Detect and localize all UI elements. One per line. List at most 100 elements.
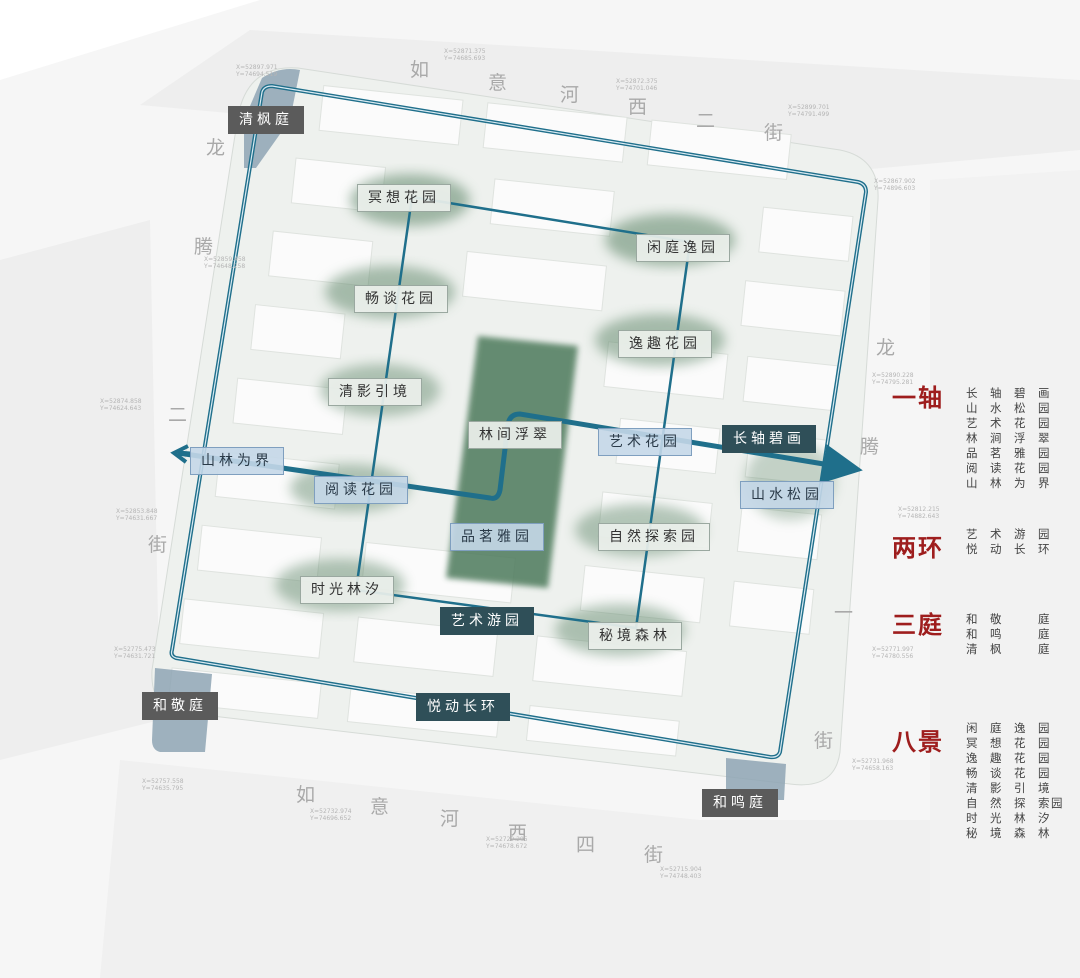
- street-char: 河: [560, 84, 580, 106]
- label-hejing-court[interactable]: 和敬庭: [142, 692, 218, 720]
- legend-char: 自: [966, 796, 978, 810]
- legend-char: 阅: [966, 461, 978, 475]
- legend-char: 花: [1014, 416, 1026, 430]
- legend-char: 庭: [1038, 642, 1050, 656]
- street-char: 二: [696, 110, 716, 132]
- legend-row: 时光林汐: [966, 811, 1064, 826]
- label-shiguang-garden[interactable]: 时光林汐: [300, 576, 394, 604]
- legend-char: 术: [990, 416, 1002, 430]
- street-char: 街: [814, 730, 834, 752]
- label-art-garden[interactable]: 艺术花园: [598, 428, 692, 456]
- street-char: 如: [296, 784, 316, 806]
- legend-char: 轴: [990, 386, 1002, 400]
- legend-char: 园: [1038, 527, 1050, 541]
- legend-char: 森: [1014, 826, 1026, 840]
- legend-char: 山: [966, 476, 978, 490]
- street-char: 街: [148, 534, 168, 556]
- legend-char: 环: [1038, 542, 1050, 556]
- label-nature-garden[interactable]: 自然探索园: [598, 523, 710, 551]
- label-shanlin-boundary[interactable]: 山林为界: [190, 447, 284, 475]
- legend-row: 自然探索园: [966, 796, 1064, 811]
- legend-char: 园: [1038, 751, 1050, 765]
- legend-char: 秘: [966, 826, 978, 840]
- legend-row: 阅读花园: [966, 461, 1062, 476]
- legend-char: 花: [1014, 751, 1026, 765]
- outer-loop-route: [169, 83, 869, 760]
- label-qingfeng-court[interactable]: 清枫庭: [228, 106, 304, 134]
- street-char: 四: [576, 834, 596, 856]
- legend-row: 逸趣花园: [966, 751, 1064, 766]
- legend-char: 水: [990, 401, 1002, 415]
- label-heming-court[interactable]: 和鸣庭: [702, 789, 778, 817]
- label-mijing-forest[interactable]: 秘境森林: [588, 622, 682, 650]
- street-char: 意: [488, 72, 508, 94]
- legend-char: 鸣: [990, 627, 1002, 641]
- coordinate-label: X=52890.228 Y=74795.281: [872, 372, 914, 386]
- label-xianting-garden[interactable]: 闲庭逸园: [636, 234, 730, 262]
- label-changtan-garden[interactable]: 畅谈花园: [354, 285, 448, 313]
- legend-char: 林: [1038, 826, 1050, 840]
- legend-title-eight-scenes: 八景: [892, 727, 944, 756]
- legend-char: 画: [1038, 386, 1050, 400]
- legend-char: 敬: [990, 612, 1002, 626]
- legend-char: 术: [990, 527, 1002, 541]
- legend-char: 逸: [966, 751, 978, 765]
- legend-char: 园: [1038, 416, 1050, 430]
- legend-char: 庭: [1038, 612, 1050, 626]
- legend-row: 林涧浮翠: [966, 431, 1062, 446]
- coordinate-label: X=52771.997 Y=74780.556: [872, 646, 914, 660]
- street-char: 龙: [206, 137, 226, 159]
- street-char: 腾: [860, 436, 880, 458]
- coordinate-label: X=52867.902 Y=74896.603: [874, 178, 916, 192]
- legend-row: 清影引境: [966, 781, 1064, 796]
- legend-char: 品: [966, 446, 978, 460]
- street-char: 西: [628, 96, 648, 118]
- label-shanshui-garden[interactable]: 山水松园: [740, 481, 834, 509]
- main-axis-route: [170, 411, 863, 501]
- street-char: 一: [834, 602, 854, 624]
- legend-char: 园: [1038, 461, 1050, 475]
- legend-char: 花: [1014, 736, 1026, 750]
- legend-char: 翠: [1038, 431, 1050, 445]
- street-char: 西: [508, 822, 528, 844]
- legend-char: 时: [966, 811, 978, 825]
- legend-list-two-loops: 艺术游园悦动长环: [966, 527, 1062, 557]
- coordinate-label: X=52757.558 Y=74635.795: [142, 778, 184, 792]
- legend-list-three-courts: 和敬庭和鸣庭清枫庭: [966, 612, 1062, 657]
- label-mingxiang-garden[interactable]: 冥想花园: [357, 184, 451, 212]
- legend-char: 林: [966, 431, 978, 445]
- legend-row: 闲庭逸园: [966, 721, 1064, 736]
- street-char: 龙: [876, 337, 896, 359]
- coordinate-label: X=52872.375 Y=74701.046: [616, 78, 658, 92]
- label-main-axis[interactable]: 长轴碧画: [722, 425, 816, 453]
- street-char: 街: [764, 122, 784, 144]
- street-char: 二: [168, 404, 188, 426]
- street-char: 街: [644, 844, 664, 866]
- label-qingying-garden[interactable]: 清影引境: [328, 378, 422, 406]
- legend-char: 光: [990, 811, 1002, 825]
- label-yiqu-garden[interactable]: 逸趣花园: [618, 330, 712, 358]
- legend-char: 长: [966, 386, 978, 400]
- label-linjian-garden[interactable]: 林间浮翠: [468, 421, 562, 449]
- coordinate-label: X=52897.971 Y=74694.519: [236, 64, 278, 78]
- legend-title-one-axis: 一轴: [892, 383, 944, 412]
- legend-title-three-courts: 三庭: [892, 610, 944, 639]
- legend-char: 游: [1014, 527, 1026, 541]
- legend-row: 清枫庭: [966, 642, 1062, 657]
- coordinate-label: X=52732.974 Y=74696.652: [310, 808, 352, 822]
- legend-char: 林: [990, 476, 1002, 490]
- label-pinming-garden[interactable]: 品茗雅园: [450, 523, 544, 551]
- label-art-loop[interactable]: 艺术游园: [440, 607, 534, 635]
- legend-char: 和: [966, 627, 978, 641]
- legend-row: 悦动长环: [966, 542, 1062, 557]
- label-joy-loop[interactable]: 悦动长环: [416, 693, 510, 721]
- legend-char: 艺: [966, 527, 978, 541]
- legend-char: 境: [990, 826, 1002, 840]
- legend-char: 境: [1038, 781, 1050, 795]
- label-reading-garden[interactable]: 阅读花园: [314, 476, 408, 504]
- legend-char: 长: [1014, 542, 1026, 556]
- legend-char: 影: [990, 781, 1002, 795]
- legend-char: 茗: [990, 446, 1002, 460]
- legend-char: 动: [990, 542, 1002, 556]
